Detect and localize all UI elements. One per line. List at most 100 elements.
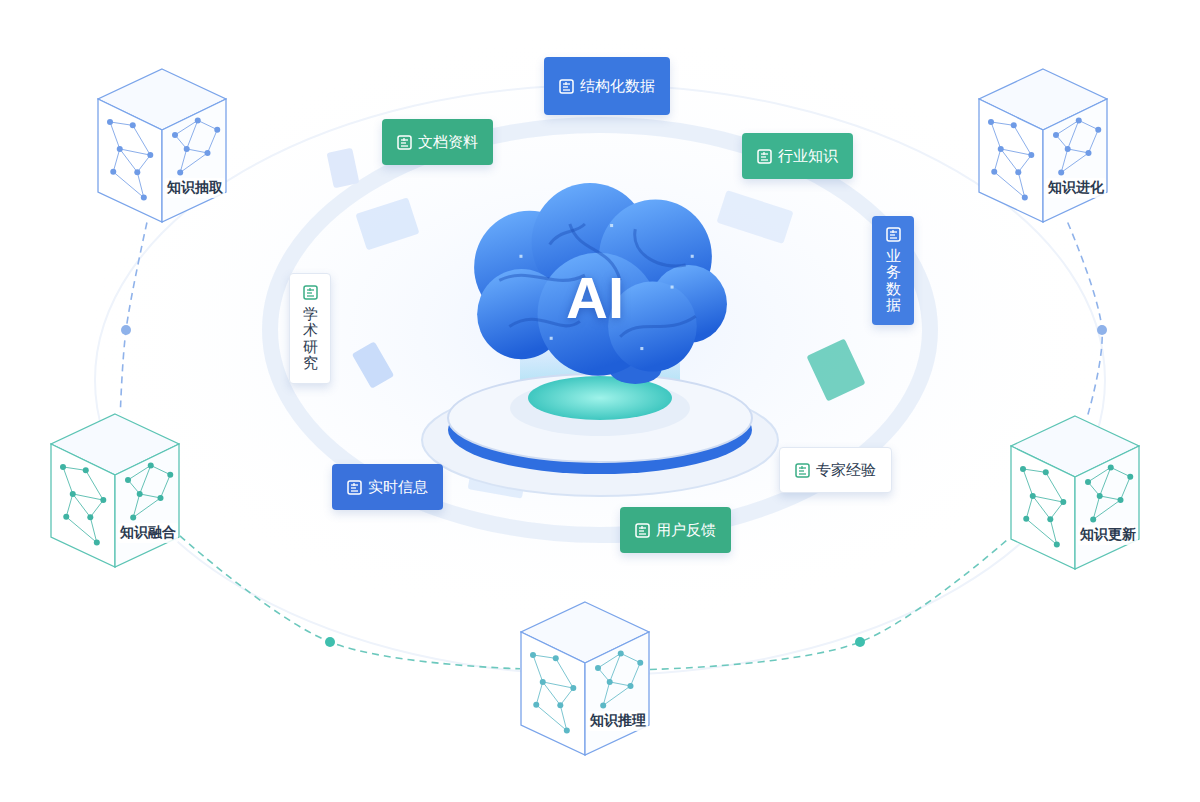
cube-illustration	[978, 68, 1108, 223]
cube-label: 知识推理	[588, 711, 648, 731]
network-link	[1100, 467, 1111, 496]
network-link	[1033, 495, 1051, 518]
network-node	[553, 655, 559, 661]
source-tile: 学术研究	[289, 273, 331, 384]
cube-illustration	[520, 601, 650, 756]
tile-icon	[795, 463, 810, 478]
network-node	[177, 169, 183, 175]
orbit-dot	[855, 637, 865, 647]
cube-illustration	[97, 68, 227, 223]
network-node	[998, 145, 1004, 151]
network-link	[110, 121, 133, 124]
platform-top	[448, 374, 752, 462]
icon-line	[761, 156, 766, 157]
network-link	[1018, 172, 1025, 197]
icon-frame	[796, 464, 809, 477]
network-node	[1097, 492, 1103, 498]
network-link	[161, 474, 171, 497]
network-node	[184, 145, 190, 151]
orbit-dot	[1097, 325, 1107, 335]
network-node	[205, 149, 211, 155]
tile-label: 业务数据	[886, 248, 901, 314]
icon-line	[801, 466, 802, 469]
network-link	[128, 465, 151, 480]
network-node	[117, 145, 123, 151]
deco-panel	[355, 197, 419, 250]
network-link	[610, 681, 631, 685]
network-link	[1023, 468, 1046, 471]
icon-line	[641, 526, 642, 529]
brain-label: AI	[566, 264, 624, 331]
icon-frame	[560, 80, 573, 93]
source-tile: 用户反馈	[620, 507, 731, 553]
network-node	[87, 514, 93, 520]
network-link	[560, 688, 573, 705]
icon-line	[307, 295, 314, 296]
network-link	[1056, 120, 1079, 135]
icon-line	[890, 234, 895, 235]
network-link	[1111, 467, 1131, 476]
tile-icon	[303, 285, 318, 300]
brain-speck	[640, 347, 643, 350]
network-link	[1061, 152, 1088, 172]
ai-brain: AI	[459, 183, 731, 388]
network-link	[198, 120, 218, 129]
network-link	[90, 500, 103, 517]
icon-line	[401, 142, 406, 143]
network-link	[1079, 120, 1099, 129]
network-link	[556, 658, 574, 688]
icon-line	[401, 145, 408, 146]
network-node	[148, 462, 154, 468]
icon-frame	[758, 150, 771, 163]
network-link	[603, 685, 630, 705]
network-node	[134, 169, 140, 175]
network-node	[1118, 496, 1124, 502]
tile-icon	[397, 135, 412, 150]
network-node	[600, 702, 606, 708]
icon-line	[351, 487, 356, 488]
network-node	[107, 118, 113, 124]
knowledge-cube: 知识融合	[50, 413, 180, 568]
network-link	[536, 704, 567, 730]
network-link	[63, 466, 73, 493]
icon-line	[353, 483, 354, 486]
network-node	[1030, 492, 1036, 498]
cube-illustration	[50, 413, 180, 568]
knowledge-cube: 知识推理	[520, 601, 650, 756]
icon-frame	[398, 136, 411, 149]
network-link	[1050, 502, 1063, 519]
brain-speck	[671, 285, 674, 288]
cube-right	[1075, 446, 1139, 569]
network-node	[125, 476, 131, 482]
network-link	[1100, 495, 1121, 499]
network-node	[100, 497, 106, 503]
network-node	[1043, 469, 1049, 475]
network-node	[130, 514, 136, 520]
network-node	[214, 126, 220, 132]
network-link	[1023, 468, 1033, 495]
network-node	[1020, 465, 1026, 471]
source-tile: 实时信息	[332, 464, 443, 510]
cube-label: 知识抽取	[165, 178, 225, 198]
cube-left	[51, 444, 115, 567]
network-node	[1060, 499, 1066, 505]
brain-speck	[550, 336, 553, 339]
network-node	[1085, 478, 1091, 484]
icon-frame	[304, 286, 317, 299]
network-node	[94, 539, 100, 545]
network-node	[1127, 473, 1133, 479]
network-node	[141, 194, 147, 200]
network-node	[137, 490, 143, 496]
network-node	[1086, 149, 1092, 155]
network-link	[133, 497, 160, 517]
network-link	[533, 654, 556, 657]
source-tile: 业务数据	[872, 216, 914, 325]
network-link	[90, 517, 97, 542]
orbit-connector	[650, 537, 1010, 669]
network-node	[988, 118, 994, 124]
icon-line	[563, 89, 570, 90]
cube-right	[162, 99, 226, 222]
deco-panel	[806, 338, 865, 401]
network-link	[140, 465, 151, 494]
network-link	[533, 654, 543, 681]
